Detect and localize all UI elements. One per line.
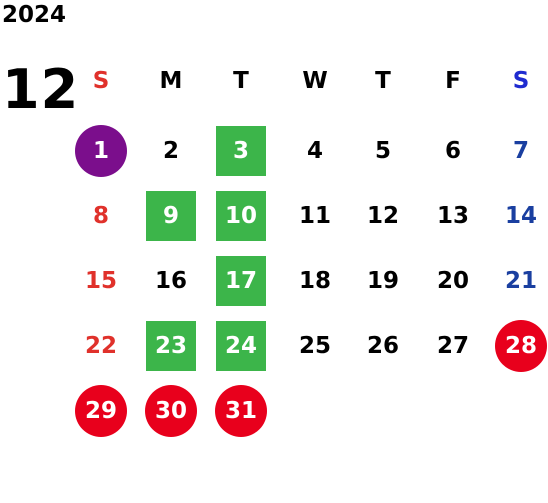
- day-cell-24[interactable]: 24: [216, 321, 266, 371]
- day-cell-11[interactable]: 11: [298, 203, 331, 229]
- day-cell-9[interactable]: 9: [146, 191, 196, 241]
- day-cell-2[interactable]: 2: [162, 138, 179, 164]
- day-cell-25[interactable]: 25: [298, 333, 331, 359]
- weekday-header-mon: M: [159, 68, 183, 94]
- day-cell-26[interactable]: 26: [366, 333, 399, 359]
- day-cell-19[interactable]: 19: [366, 268, 399, 294]
- day-cell-28[interactable]: 28: [495, 320, 547, 372]
- day-cell-5[interactable]: 5: [374, 138, 391, 164]
- weekday-header-sat: S: [512, 68, 530, 94]
- day-cell-12[interactable]: 12: [366, 203, 399, 229]
- day-cell-7[interactable]: 7: [512, 138, 529, 164]
- day-cell-18[interactable]: 18: [298, 268, 331, 294]
- day-cell-15[interactable]: 15: [84, 268, 117, 294]
- day-cell-14[interactable]: 14: [504, 203, 537, 229]
- day-cell-10[interactable]: 10: [216, 191, 266, 241]
- day-cell-27[interactable]: 27: [436, 333, 469, 359]
- day-cell-23[interactable]: 23: [146, 321, 196, 371]
- year-label: 2024: [2, 2, 67, 28]
- month-number: 12: [2, 58, 80, 121]
- day-cell-1[interactable]: 1: [75, 125, 127, 177]
- day-cell-17[interactable]: 17: [216, 256, 266, 306]
- day-cell-4[interactable]: 4: [306, 138, 323, 164]
- day-cell-13[interactable]: 13: [436, 203, 469, 229]
- day-cell-3[interactable]: 3: [216, 126, 266, 176]
- weekday-header-thu: T: [375, 68, 391, 94]
- weekday-header-wed: W: [302, 68, 328, 94]
- day-cell-8[interactable]: 8: [92, 203, 109, 229]
- day-cell-20[interactable]: 20: [436, 268, 469, 294]
- weekday-header-tue: T: [233, 68, 249, 94]
- day-cell-31[interactable]: 31: [215, 385, 267, 437]
- day-cell-30[interactable]: 30: [145, 385, 197, 437]
- day-cell-21[interactable]: 21: [504, 268, 537, 294]
- day-cell-16[interactable]: 16: [154, 268, 187, 294]
- day-cell-22[interactable]: 22: [84, 333, 117, 359]
- day-cell-6[interactable]: 6: [444, 138, 461, 164]
- weekday-header-fri: F: [445, 68, 461, 94]
- weekday-header-sun: S: [92, 68, 110, 94]
- day-cell-29[interactable]: 29: [75, 385, 127, 437]
